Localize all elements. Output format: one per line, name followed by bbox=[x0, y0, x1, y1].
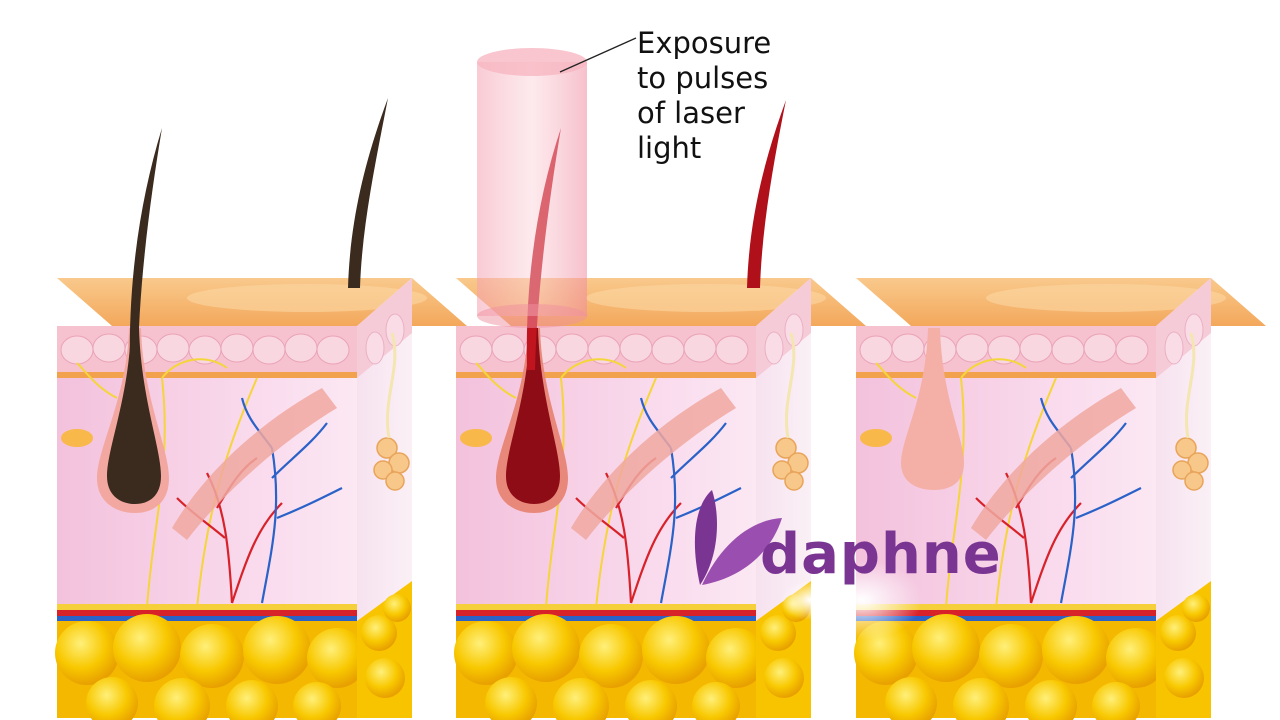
brand-logo-text: daphne bbox=[760, 522, 1002, 587]
skin-block-during bbox=[452, 276, 868, 720]
laser-callout-label: Exposure to pulses of laser light bbox=[637, 26, 837, 166]
laser-beam bbox=[477, 48, 587, 328]
hair-strand-during-2 bbox=[747, 100, 786, 288]
callout-line-1: Exposure bbox=[637, 26, 772, 60]
light-flare bbox=[802, 560, 922, 640]
skin-block-after bbox=[852, 276, 1268, 720]
leaf-icon bbox=[694, 490, 782, 585]
light-flare-2 bbox=[780, 580, 840, 620]
hair-strand-before bbox=[129, 128, 162, 370]
callout-leader-line bbox=[559, 37, 637, 73]
callout-line-3: of laser bbox=[637, 96, 745, 130]
skin-block-before bbox=[53, 276, 469, 720]
callout-line-2: to pulses bbox=[637, 61, 769, 95]
hair-strand-before-2 bbox=[348, 98, 388, 288]
callout-line-4: light bbox=[637, 131, 702, 165]
